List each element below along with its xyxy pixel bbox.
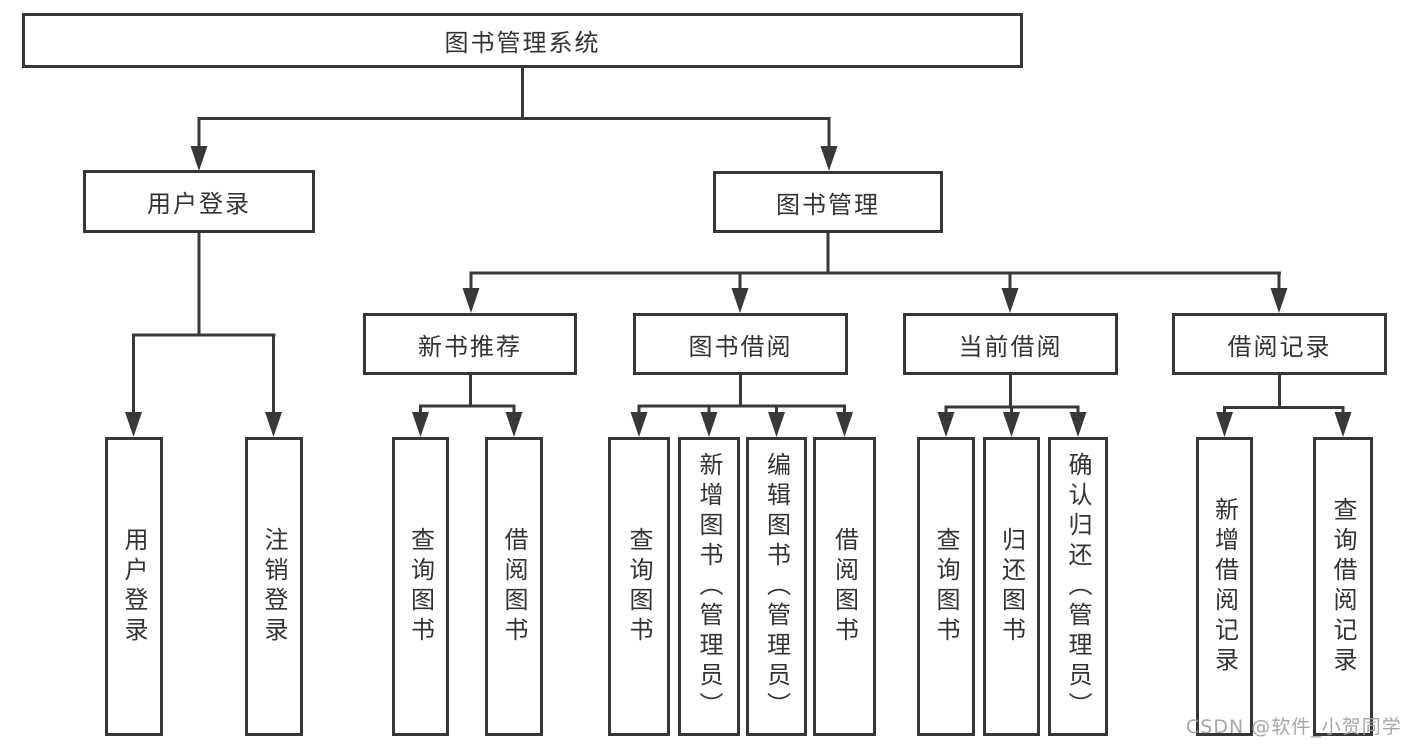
leaf-query-book-1: 查询图书 [392, 437, 449, 736]
leaf-borrow-book-2: 借阅图书 [813, 437, 876, 736]
node-root: 图书管理系统 [22, 13, 1023, 68]
leaf-borrow-book-1: 借阅图书 [485, 437, 543, 736]
connector-root-to-level2 [190, 68, 838, 171]
watermark: CSDN @软件_小贺同学 [1186, 716, 1402, 738]
node-book-management: 图书管理 [713, 171, 943, 233]
node-borrow-record: 借阅记录 [1172, 313, 1387, 375]
connector-bookmgmt-to-level3 [462, 233, 1288, 313]
connector-bookborrow-to-leaves [630, 375, 853, 437]
leaf-confirm-return-admin: 确认归还（管理员） [1048, 437, 1108, 736]
leaf-edit-book-admin: 编辑图书（管理员） [746, 437, 807, 736]
connector-userlogin-to-leaves [125, 233, 282, 437]
node-current-borrow: 当前借阅 [903, 313, 1118, 375]
node-user-login: 用户登录 [83, 170, 315, 233]
leaf-user-login: 用户登录 [105, 437, 163, 736]
leaf-query-book-2: 查询图书 [608, 437, 670, 736]
leaf-logout: 注销登录 [245, 437, 303, 736]
leaf-query-book-3: 查询图书 [917, 437, 975, 736]
connector-currentborrow-to-leaves [937, 375, 1087, 437]
leaf-return-book: 归还图书 [983, 437, 1040, 736]
node-new-book-recommend: 新书推荐 [363, 313, 577, 375]
connector-borrowrecord-to-leaves [1216, 375, 1352, 437]
node-book-borrow: 图书借阅 [633, 313, 848, 375]
connector-newbookrec-to-leaves [412, 375, 523, 437]
leaf-query-borrow-record: 查询借阅记录 [1313, 437, 1373, 736]
leaf-add-book-admin: 新增图书（管理员） [678, 437, 740, 736]
leaf-add-borrow-record: 新增借阅记录 [1196, 437, 1253, 736]
